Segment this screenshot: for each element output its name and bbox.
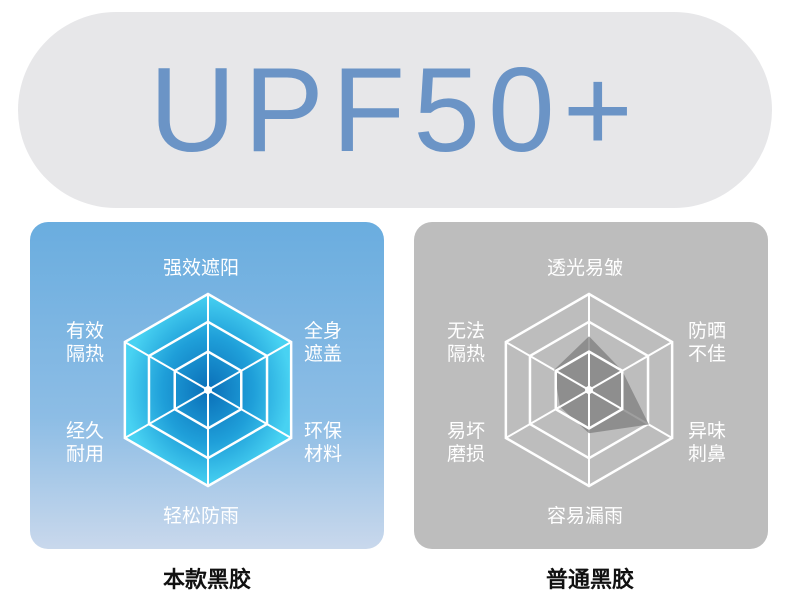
radar-data-polygon xyxy=(554,336,649,434)
radar-center-dot xyxy=(585,386,593,394)
radar-axis xyxy=(207,341,292,391)
axis-label: 防晒 不佳 xyxy=(688,320,727,365)
ordinary-product-caption: 普通黑胶 xyxy=(545,568,634,593)
upf-title: UPF50+ xyxy=(149,43,641,177)
radar-center-dot xyxy=(204,386,212,394)
radar-axis xyxy=(207,389,292,439)
axis-label: 环保 材料 xyxy=(304,420,343,465)
axis-label: 无法 隔热 xyxy=(447,320,486,365)
our-product-caption: 本款黑胶 xyxy=(162,568,251,593)
radar-axis xyxy=(588,369,623,391)
radar-axis xyxy=(555,369,590,391)
axis-label: 强效遮阳 xyxy=(163,257,240,279)
radar-axis xyxy=(124,389,209,439)
axis-label: 易坏 磨损 xyxy=(447,420,486,465)
axis-label: 轻松防雨 xyxy=(163,505,240,527)
axis-label: 有效 隔热 xyxy=(66,320,105,365)
radar-axis xyxy=(124,341,209,391)
axis-label: 容易漏雨 xyxy=(547,505,624,527)
axis-label: 透光易皱 xyxy=(547,257,624,279)
radar-axis xyxy=(555,389,590,411)
axis-label: 经久 耐用 xyxy=(66,420,105,465)
upf-banner: UPF50+ xyxy=(18,12,772,208)
axis-label: 异味 刺鼻 xyxy=(688,420,727,465)
axis-label: 全身 遮盖 xyxy=(304,320,343,365)
radar-axis xyxy=(588,389,623,411)
